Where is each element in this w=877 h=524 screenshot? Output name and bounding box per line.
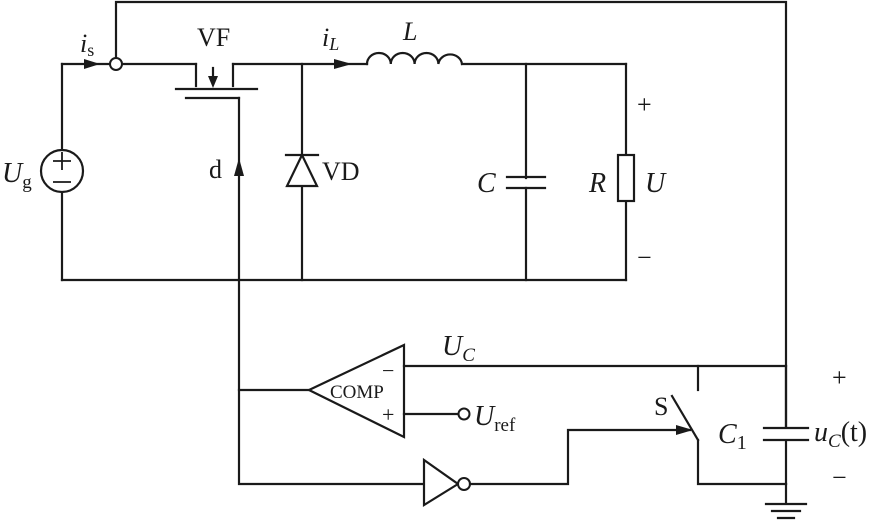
ug-label: Ug	[2, 158, 32, 193]
inductor-label: L	[402, 17, 417, 46]
uref-terminal	[457, 407, 471, 421]
c1-plus-label: +	[832, 363, 847, 392]
il-label: iL	[322, 23, 339, 54]
power-stage-wires	[60, 62, 628, 282]
diode-icon	[284, 152, 320, 188]
resistor-icon	[616, 153, 636, 203]
uref-label: Uref	[474, 401, 516, 436]
inductor-icon	[365, 51, 464, 66]
is-label: is	[80, 29, 94, 60]
vf-label: VF	[197, 23, 230, 52]
c1-minus-label: −	[832, 463, 847, 492]
capacitor-icon	[505, 175, 547, 190]
s-label: S	[654, 392, 668, 421]
vd-label: VD	[322, 157, 360, 186]
capacitor-c1-icon	[760, 364, 812, 442]
comp-plus-label: +	[382, 402, 394, 427]
mosfet-icon	[174, 62, 259, 100]
gate-drive-wire	[234, 96, 426, 486]
inverter-icon	[422, 425, 693, 507]
output-plus-label: +	[637, 90, 652, 119]
is-arrow	[64, 59, 100, 69]
output-minus-label: −	[637, 243, 652, 272]
uc-label: UC	[442, 331, 475, 366]
switch-icon	[670, 364, 788, 486]
feedback-wire	[114, 0, 788, 486]
r-label: R	[588, 168, 606, 199]
comparator-icon	[237, 343, 788, 439]
u-label: U	[645, 168, 667, 199]
il-arrow	[334, 59, 352, 69]
comp-minus-label: −	[382, 358, 394, 383]
d-label: d	[209, 155, 222, 184]
voltage-source-icon	[39, 148, 85, 194]
ground-icon	[764, 482, 808, 520]
uct-label: uC(t)	[814, 417, 867, 452]
c1-label: C1	[718, 419, 747, 454]
comp-label: COMP	[330, 382, 384, 403]
c-label: C	[477, 168, 496, 199]
current-sense-node	[109, 57, 123, 71]
